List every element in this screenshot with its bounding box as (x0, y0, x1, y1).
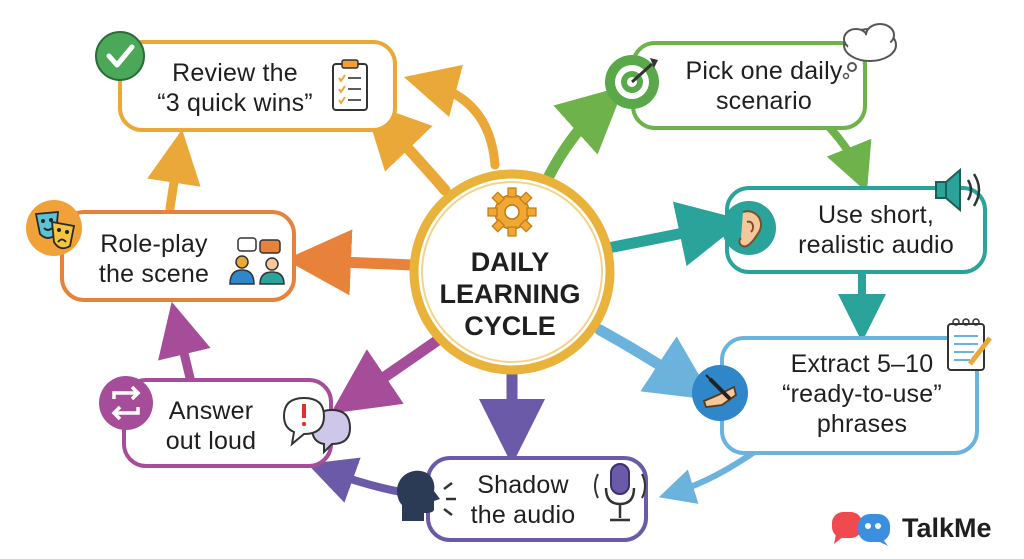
spoke-arrow-roleplay (285, 229, 418, 296)
step-label-line2: scenario (715, 87, 813, 115)
ear-icon (722, 201, 776, 255)
thought-cloud-icon (842, 23, 897, 80)
gear-icon (487, 187, 537, 237)
step-label-roleplay: Role-play the scene (84, 229, 224, 289)
step-label-review: Review the “3 quick wins” (140, 58, 330, 118)
step-label-line2: out loud (165, 427, 257, 455)
microphone-icon (594, 463, 646, 522)
step-label-line1: Shadow (477, 471, 569, 499)
checkmark-icon (95, 31, 145, 81)
step-label-line2: “3 quick wins” (157, 89, 313, 117)
step-box-review (118, 40, 397, 132)
speaker-icon (935, 167, 981, 213)
hub-title: DAILY LEARNING CYCLE (430, 246, 590, 342)
step-label-line1: Role-play (100, 230, 208, 258)
step-label-line2: realistic audio (798, 231, 954, 259)
spoke-arrow-audio (602, 201, 745, 267)
brand-name: TalkMe (902, 512, 992, 543)
step-label-line3: phrases (816, 410, 908, 438)
theater-masks-icon (26, 200, 82, 256)
clipboard-checklist-icon (332, 59, 368, 111)
speaking-head-icon (397, 470, 456, 521)
speech-bubbles-icon (282, 396, 352, 455)
talkme-logo-icon (832, 512, 890, 546)
spoke-arrow-extract (594, 324, 714, 401)
repeat-icon (99, 376, 153, 430)
spoke-arrow-answer (330, 334, 444, 414)
hub-title-line3: CYCLE (464, 311, 556, 341)
hub-spokes (285, 64, 745, 465)
step-label-line1: Extract 5–10 (790, 350, 934, 378)
step-label-line2: “ready-to-use” (782, 380, 942, 408)
step-label-line1: Answer (168, 397, 254, 425)
hub-title-line2: LEARNING (439, 279, 581, 309)
brand-logo: TalkMe (830, 508, 992, 548)
hub-title-line1: DAILY (470, 247, 550, 277)
step-label-line2: the audio (470, 501, 576, 529)
step-label-line1: Use short, (818, 201, 934, 229)
step-label-line2: the scene (98, 260, 210, 288)
step-label-extract: Extract 5–10 “ready-to-use” phrases (752, 349, 972, 439)
target-icon (605, 55, 659, 109)
step-label-audio: Use short, realistic audio (776, 200, 976, 260)
step-label-line1: Review the (172, 59, 298, 87)
step-label-answer: Answer out loud (156, 396, 266, 456)
hub-circle (409, 169, 615, 375)
spoke-arrow-pick-scenario (542, 85, 625, 184)
two-people-chat-icon (229, 237, 285, 285)
step-label-line1: Pick one daily (685, 57, 843, 85)
pen-hand-icon (692, 365, 748, 421)
step-label-pick-scenario: Pick one daily scenario (664, 56, 864, 116)
step-label-shadow: Shadow the audio (448, 470, 598, 530)
spoke-arrow-review-curl (403, 64, 500, 170)
spoke-arrow-review (363, 101, 451, 196)
notepad-pencil-icon (947, 318, 992, 371)
